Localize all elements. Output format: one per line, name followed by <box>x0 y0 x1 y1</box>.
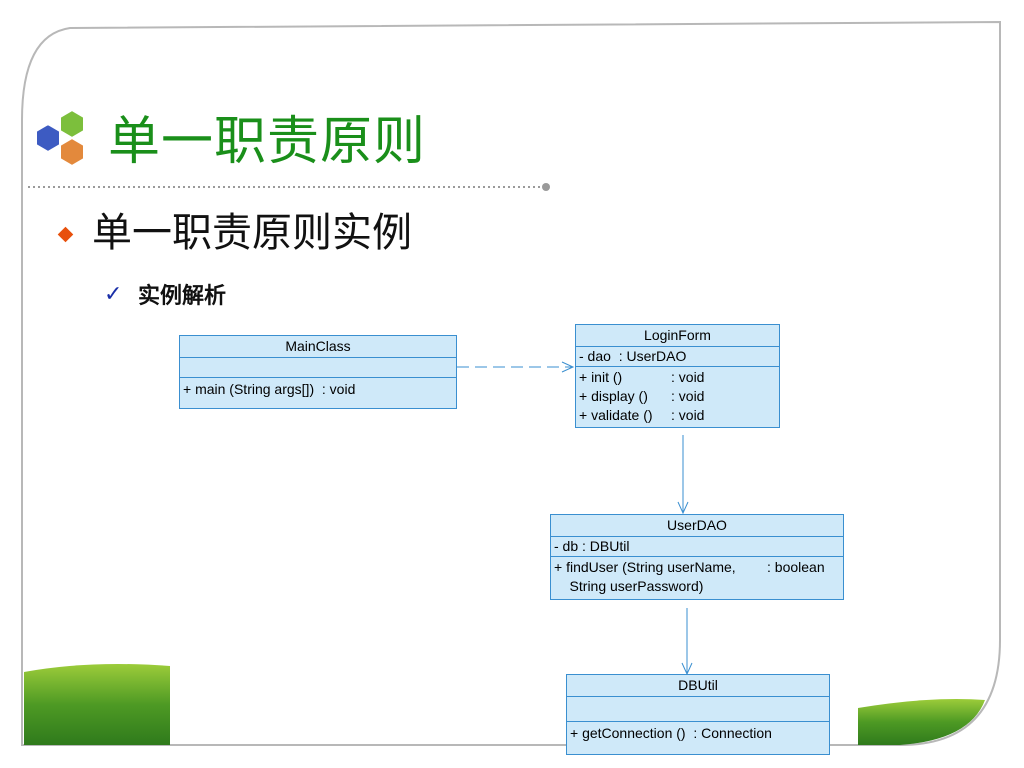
operation-return: : void <box>671 388 705 404</box>
attribute-row: - db : DBUtil <box>554 537 840 556</box>
grass-left <box>24 664 170 745</box>
class-box-dbutil: DBUtil + getConnection () : Connection <box>566 674 830 755</box>
class-attributes: - dao : UserDAO <box>576 347 779 367</box>
class-name: LoginForm <box>576 325 779 347</box>
operation-row: + findUser (String userName, : boolean <box>554 558 840 577</box>
operation-return: : void <box>671 407 705 423</box>
operation-row: + validate () : void <box>579 406 776 425</box>
attribute-type: : DBUtil <box>582 538 630 554</box>
operation-row: String userPassword) <box>554 577 840 596</box>
class-name: UserDAO <box>551 515 843 537</box>
operation-row: + main (String args[]) : void <box>183 380 453 399</box>
class-attributes <box>180 358 456 378</box>
operation-row: + getConnection () : Connection <box>570 724 826 743</box>
class-box-loginform: LoginForm - dao : UserDAO + init () : vo… <box>575 324 780 428</box>
class-attributes: - db : DBUtil <box>551 537 843 557</box>
attribute-signature: - dao <box>579 348 611 364</box>
class-name: DBUtil <box>567 675 829 697</box>
class-box-userdao: UserDAO - db : DBUtil + findUser (String… <box>550 514 844 600</box>
association-arrowhead-userdao <box>677 501 689 515</box>
operation-row: + init () : void <box>579 368 776 387</box>
class-box-mainclass: MainClass + main (String args[]) : void <box>179 335 457 409</box>
class-operations: + findUser (String userName, : boolean S… <box>551 557 843 599</box>
operation-signature-continued: String userPassword) <box>554 578 704 594</box>
bullet-heading: 单一职责原则实例 <box>92 210 412 256</box>
operation-signature: + main (String args[]) <box>183 381 315 397</box>
attribute-signature: - db <box>554 538 579 554</box>
sub-bullet-text: 实例解析 <box>138 283 227 309</box>
slide-title: 单一职责原则 <box>108 112 427 172</box>
operation-signature: + validate () <box>579 407 653 423</box>
hexagon-logo-icon <box>35 108 85 168</box>
operation-return: : boolean <box>767 559 825 575</box>
attribute-type: : UserDAO <box>618 348 687 364</box>
operation-signature: + getConnection () <box>570 725 686 741</box>
class-operations: + init () : void + display () : void + v… <box>576 367 779 427</box>
operation-return: : void <box>671 369 705 385</box>
title-divider-dot <box>542 183 550 191</box>
operation-signature: + findUser (String userName, <box>554 559 736 575</box>
class-attributes <box>567 697 829 722</box>
operation-signature: + display () <box>579 388 648 404</box>
class-name: MainClass <box>180 336 456 358</box>
operation-return: : void <box>321 381 356 397</box>
grass-right <box>858 699 985 745</box>
class-operations: + getConnection () : Connection <box>567 722 829 754</box>
operation-return: : Connection <box>693 725 772 741</box>
attribute-row: - dao : UserDAO <box>579 347 776 366</box>
operation-signature: + init () <box>579 369 623 385</box>
operation-row: + display () : void <box>579 387 776 406</box>
class-operations: + main (String args[]) : void <box>180 378 456 408</box>
checkmark-icon: ✓ <box>104 282 123 307</box>
dependency-arrowhead <box>561 361 575 373</box>
